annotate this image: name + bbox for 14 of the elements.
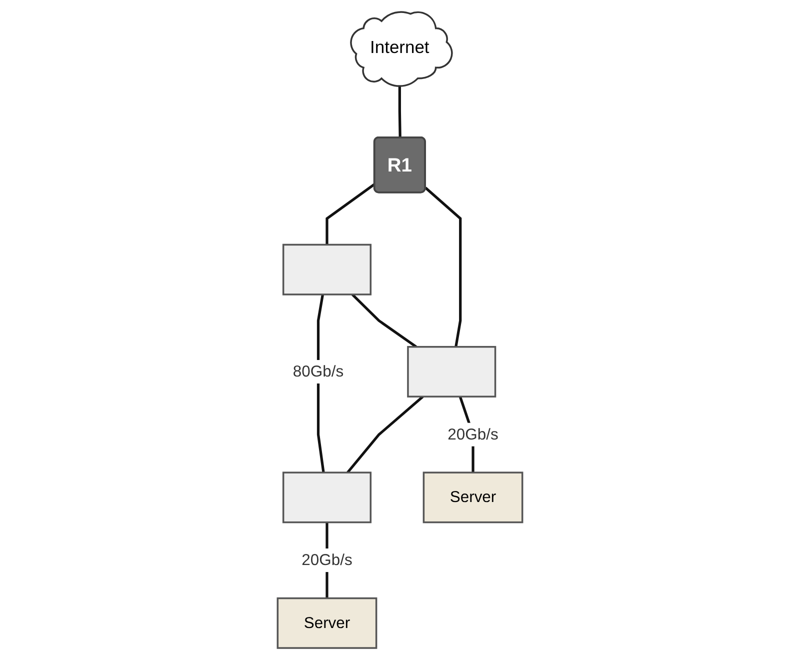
connector — [326, 182, 376, 245]
connector — [351, 294, 417, 348]
edge-label: 20Gb/s — [448, 425, 498, 443]
connector — [316, 294, 325, 473]
node-box — [282, 472, 372, 524]
node-box — [282, 244, 372, 296]
edge-label: 20Gb/s — [302, 551, 352, 569]
node-box: Server — [422, 472, 524, 524]
connector — [398, 84, 402, 138]
edge-label: 80Gb/s — [292, 362, 344, 380]
node-box: Server — [276, 597, 378, 649]
node-box — [407, 346, 496, 398]
connector — [424, 186, 462, 348]
connector — [346, 396, 424, 474]
